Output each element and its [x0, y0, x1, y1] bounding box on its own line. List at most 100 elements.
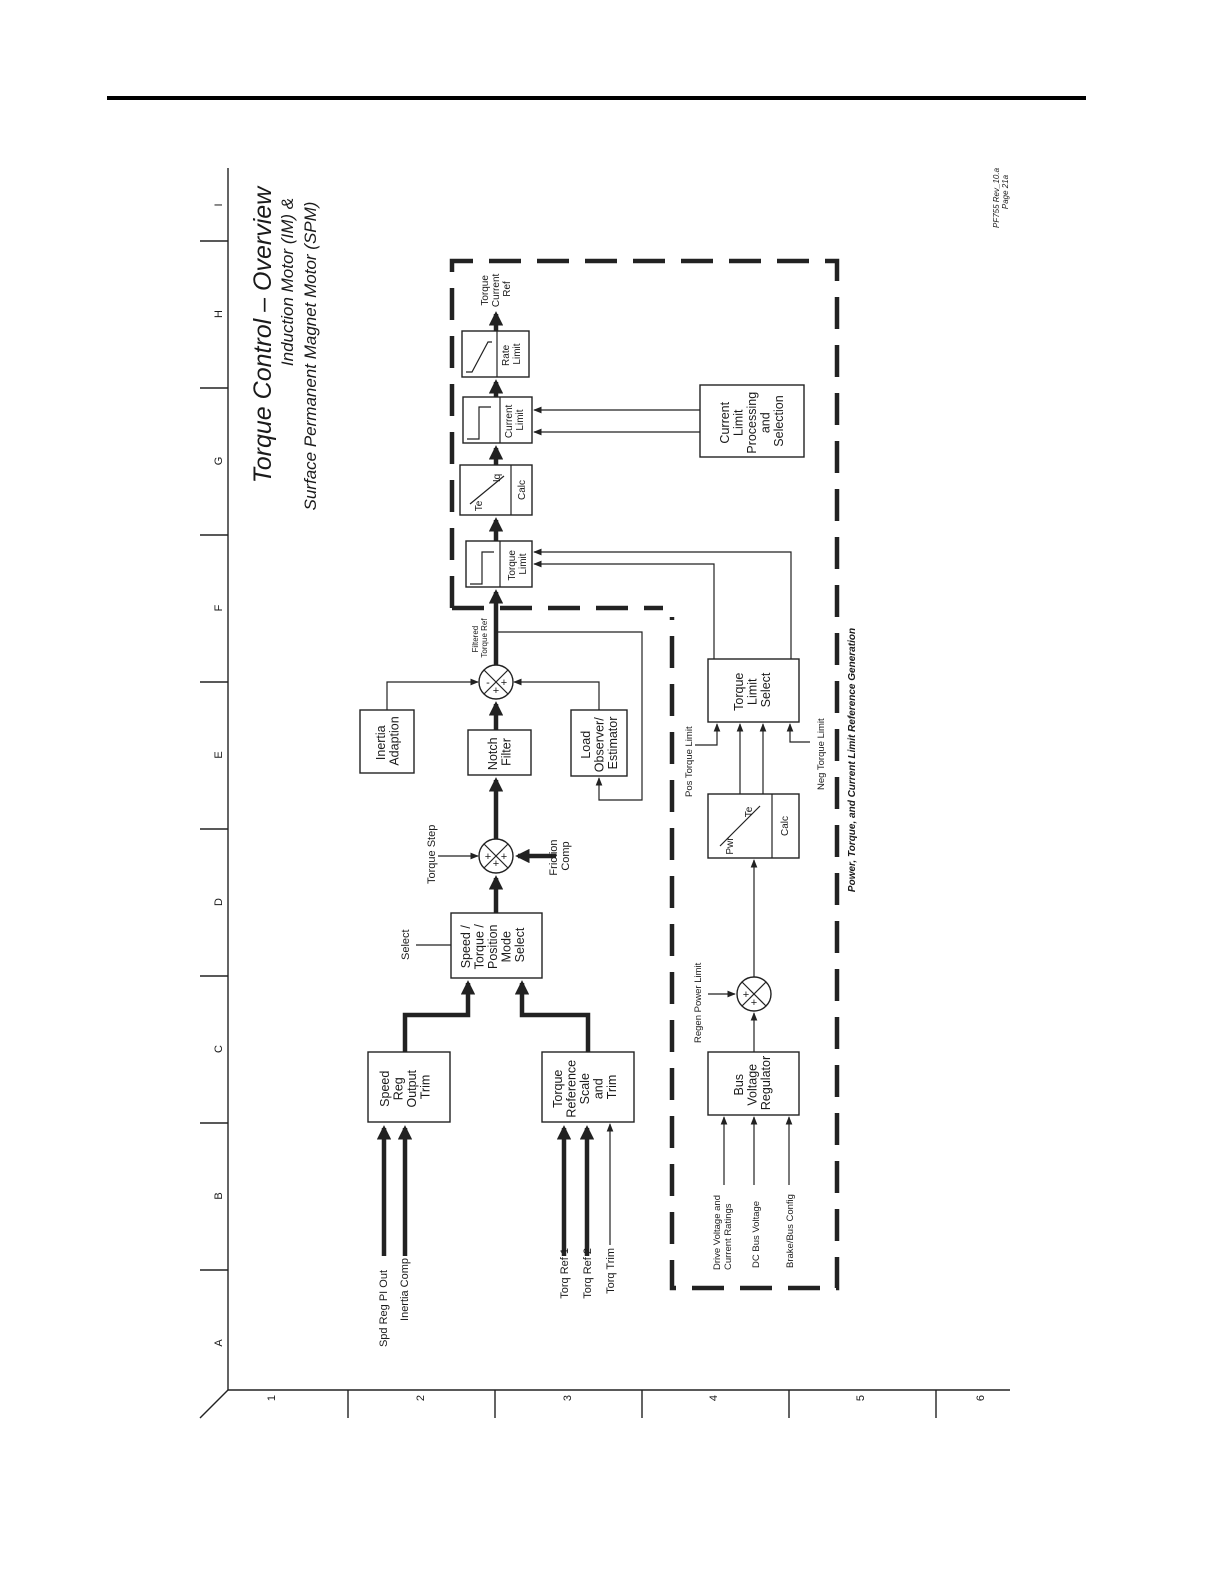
- block-text: and: [592, 1078, 606, 1099]
- ramp-icon: [466, 341, 492, 373]
- grid-letter: B: [213, 1192, 225, 1199]
- grid-letter: H: [213, 310, 225, 318]
- grid-letter: G: [213, 457, 225, 466]
- block-text: Estimator: [606, 717, 620, 770]
- grid-letters: A B C D E F G H I: [213, 203, 225, 1346]
- svg-text:Notch Filter: Notch Filter: [486, 734, 514, 770]
- block-text: Current: [718, 401, 732, 443]
- grid-letter: D: [213, 898, 225, 906]
- label-line: Current: [491, 274, 502, 308]
- sum-sign: -: [486, 677, 490, 689]
- select-label: Select: [400, 929, 412, 960]
- conversion-slash-icon: [469, 475, 505, 505]
- limiter-icon: [467, 406, 491, 440]
- grid-number: 3: [562, 1395, 574, 1401]
- sum-sign: +: [485, 851, 491, 863]
- title-main: Torque Control – Overview: [249, 185, 277, 483]
- block-text: Current: [504, 405, 515, 439]
- grid-frame: [199, 168, 1010, 1419]
- main-signal-path: [376, 311, 595, 1256]
- grid-numbers: 1 2 3 4 5 6: [266, 1395, 987, 1401]
- pwr-te-calc-block: Pwr Te Calc: [707, 793, 800, 859]
- block-text: Limit: [512, 343, 523, 364]
- region-caption: Power, Torque, and Current Limit Referen…: [847, 628, 858, 892]
- torque-reference-scale-trim-block: Torque Reference Scale and Trim: [541, 1051, 635, 1123]
- neg-torque-limit-label: Neg Torque Limit: [816, 718, 827, 790]
- grid-number: 6: [975, 1395, 987, 1401]
- auxiliary-signal-paths: [386, 406, 810, 1245]
- sum-sign: +: [501, 677, 507, 689]
- current-limit-block: Current Limit: [462, 396, 533, 444]
- block-text: Processing: [745, 392, 759, 454]
- block-text: Iq: [492, 474, 503, 482]
- label-line: Torque: [480, 275, 491, 306]
- block-text: Calc: [517, 480, 528, 500]
- svg-text:Rate Limit: Rate Limit: [501, 342, 523, 366]
- notch-filter-block: Notch Filter: [467, 729, 532, 776]
- friction-comp-label: Friction Comp: [548, 836, 572, 875]
- svg-text:Speed / Torque /: Speed / Torque / Position Mode Select: [459, 921, 527, 970]
- block-text: Regulator: [759, 1056, 773, 1110]
- block-text: Torque: [551, 1070, 565, 1108]
- torq-ref-2-label: Torq Ref 2: [582, 1248, 594, 1299]
- block-text: Pwr: [725, 837, 736, 855]
- block-text: Reference: [565, 1060, 579, 1118]
- block-text: Mode: [500, 931, 514, 962]
- block-text: Calc: [780, 816, 791, 836]
- title-line2: Induction Motor (IM) &: [278, 198, 297, 366]
- sum-sign: +: [751, 997, 757, 1009]
- block-text: Load: [579, 731, 593, 759]
- grid-letter: A: [213, 1339, 225, 1347]
- block-text: Scale: [578, 1073, 592, 1104]
- dc-bus-voltage-label: DC Bus Voltage: [751, 1201, 762, 1268]
- block-text: Limit: [515, 409, 526, 430]
- block-text: Torque: [732, 673, 746, 711]
- label-line: Filtered: [471, 626, 480, 653]
- block-text: Te: [744, 806, 755, 817]
- regen-power-limit-label: Regen Power Limit: [693, 962, 704, 1043]
- svg-text:Inertia Adaption: Inertia Adaption: [374, 716, 402, 765]
- spd-reg-pi-out-label: Spd Reg PI Out: [378, 1270, 390, 1347]
- svg-text:Current Limit: Current Limit: [504, 402, 526, 438]
- block-text: Torque /: [473, 924, 487, 970]
- svg-text:Speed Reg Outp: Speed Reg Output Trim: [378, 1066, 433, 1107]
- torque-limit-select-block: Torque Limit Select: [707, 658, 800, 723]
- block-text: Observer/: [593, 717, 607, 772]
- bus-voltage-regulator-block: Bus Voltage Regulator: [707, 1051, 800, 1116]
- doc-page: Page 21a: [1001, 174, 1010, 209]
- te-iq-calc-block: Te Iq Calc: [459, 464, 533, 516]
- grid-letter: E: [213, 751, 225, 758]
- sum-sign: +: [743, 989, 749, 1001]
- block-text: Inertia: [374, 725, 388, 760]
- sum-sign: +: [493, 858, 499, 870]
- sum-sign: +: [493, 685, 499, 697]
- grid-number: 1: [266, 1395, 278, 1401]
- torque-limit-block: Torque Limit: [465, 540, 533, 588]
- block-text: Bus: [732, 1074, 746, 1096]
- grid-number: 4: [708, 1395, 720, 1401]
- inertia-adaption-block: Inertia Adaption: [359, 709, 415, 774]
- header-rule: [107, 96, 1086, 100]
- block-text: Speed /: [459, 925, 473, 969]
- limit-generation-region: [449, 258, 840, 1291]
- label-line: Ref: [502, 281, 513, 297]
- block-text: Select: [513, 927, 527, 962]
- grid-letter: C: [213, 1045, 225, 1053]
- filtered-torque-ref-label: Filtered Torque Ref: [471, 618, 489, 658]
- svg-text:Load Observer/: Load Observer/ Estimator: [579, 714, 620, 772]
- torque-step-label: Torque Step: [426, 825, 438, 884]
- sum-sign: +: [501, 851, 507, 863]
- pos-torque-limit-label: Pos Torque Limit: [684, 726, 695, 797]
- block-text: Notch: [486, 737, 500, 770]
- doc-rev: PF755 Rev_10.a: [992, 167, 1001, 228]
- svg-text:Torque Reference: Torque Reference Scale and Trim: [551, 1056, 619, 1117]
- diagram-title: Torque Control – Overview Induction Moto…: [249, 185, 320, 511]
- torque-current-ref-label: Torque Current Ref: [480, 271, 513, 307]
- torq-ref-1-label: Torq Ref 1: [559, 1248, 571, 1299]
- block-text: Rate: [501, 344, 512, 366]
- load-observer-block: Load Observer/ Estimator: [570, 709, 628, 777]
- grid-number: 5: [855, 1395, 867, 1401]
- block-text: Select: [759, 672, 773, 707]
- summing-junction-1: + + +: [478, 838, 514, 874]
